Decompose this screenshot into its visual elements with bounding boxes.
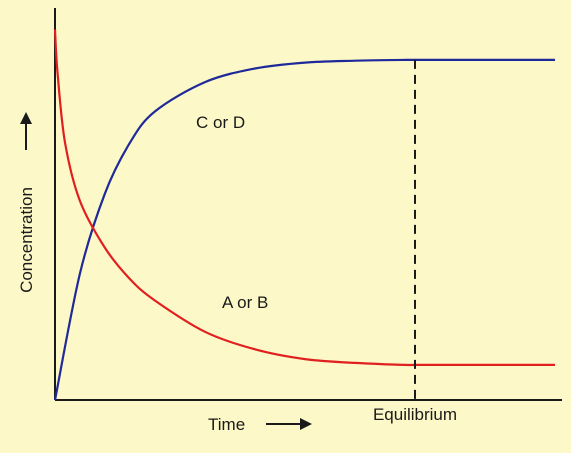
series-label-1: C or D [196, 113, 245, 132]
y-axis-label: Concentration [17, 187, 36, 293]
series-line-2 [53, 29, 555, 367]
equilibrium-label: Equilibrium [373, 405, 457, 424]
series-label-2: A or B [222, 293, 268, 312]
series-line-1 [53, 58, 555, 401]
x-axis-arrow-icon [300, 418, 312, 430]
annotation-layer: Equilibrium [373, 59, 457, 424]
x-axis-title: Time [208, 415, 312, 434]
y-axis-title: Concentration [17, 112, 36, 293]
plot-area: C or D A or B Equilibrium [53, 8, 562, 424]
y-axis-arrow-icon [20, 112, 32, 124]
x-axis-label: Time [208, 415, 245, 434]
series-layer: C or D A or B [53, 29, 555, 401]
